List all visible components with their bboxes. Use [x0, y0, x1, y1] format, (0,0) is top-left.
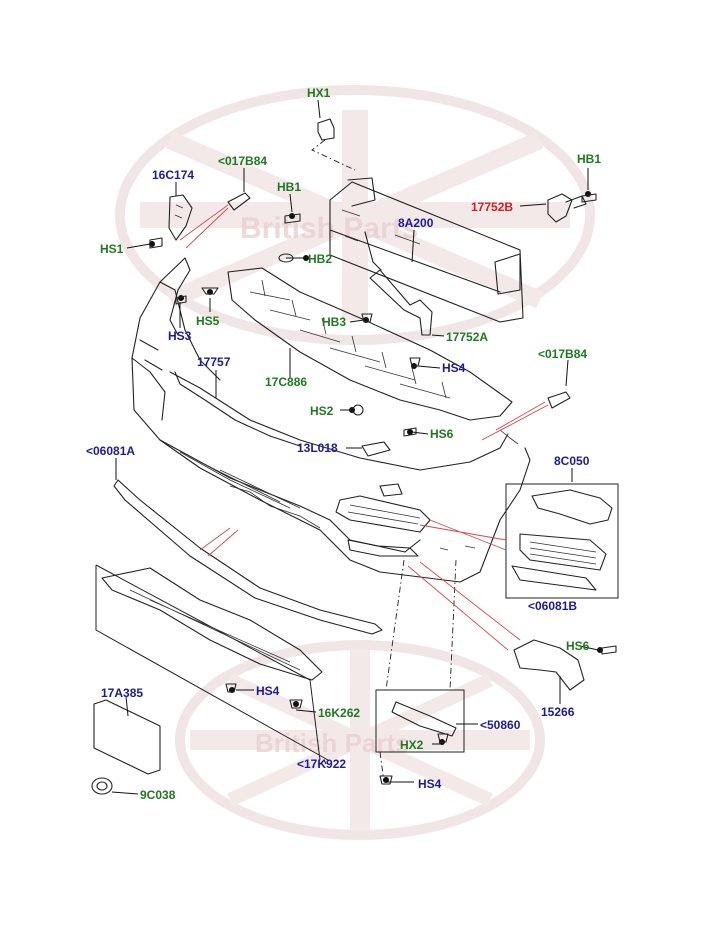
bolt-hb1-right [581, 191, 597, 203]
fasteners [149, 191, 617, 785]
bolt-hs1 [149, 237, 163, 249]
label-17757: 17757 [197, 355, 231, 369]
bolt-hb3 [361, 313, 373, 323]
part-50860 [375, 689, 465, 753]
label-hx2: HX2 [400, 738, 424, 752]
label-hs4-bottom: HS4 [418, 777, 442, 791]
label-06081a: <06081A [86, 444, 135, 458]
label-17k922: <17K922 [297, 757, 346, 771]
label-17752b: 17752B [471, 200, 513, 214]
cap-017b84-right [547, 391, 571, 409]
labels: HX1 HB1 16C174 <017B84 HB1 17752B HS1 8A… [86, 86, 601, 802]
watermark-emblem-top [115, 85, 595, 345]
bracket-17752b [547, 193, 587, 223]
label-hs4-mid: HS4 [442, 361, 466, 375]
label-hs6-mid: HS6 [430, 427, 454, 441]
label-9c038: 9C038 [140, 788, 176, 802]
label-13l018: 13L018 [297, 441, 338, 455]
label-50860: <50860 [480, 718, 521, 732]
label-16c174: 16C174 [152, 168, 194, 182]
bracket-hx1 [311, 118, 356, 171]
bolt-hs6-right [597, 645, 617, 655]
label-hb2: HB2 [308, 252, 332, 266]
reinforcement-beam-8a200 [329, 177, 524, 336]
bolt-hs4-plate [225, 683, 237, 693]
label-hb3: HB3 [322, 315, 346, 329]
label-hs2: HS2 [310, 404, 334, 418]
bolt-hs4-bottom [379, 775, 393, 785]
bolt-hb1-left [284, 213, 301, 224]
cap-13l018 [361, 441, 391, 457]
bolt-16k262 [289, 699, 303, 709]
label-017b84-top: <017B84 [218, 154, 267, 168]
bolt-hx2 [437, 733, 449, 745]
label-17a385: 17A385 [101, 686, 143, 700]
bolt-hs3 [175, 295, 187, 305]
label-17c886: 17C886 [265, 375, 307, 389]
plate-17a385 [93, 699, 161, 775]
label-16k262: 16K262 [318, 706, 360, 720]
skid-plate-17k922 [95, 564, 329, 761]
label-hs3: HS3 [168, 329, 192, 343]
label-017b84-right: <017B84 [538, 347, 587, 361]
label-hs1: HS1 [100, 242, 124, 256]
bolt-hs6-mid [403, 427, 417, 437]
clip-hb2 [278, 253, 309, 263]
label-8c050: 8C050 [554, 454, 590, 468]
label-hb1-left: HB1 [277, 180, 301, 194]
red-leader-lines [179, 204, 549, 651]
label-15266: 15266 [541, 705, 575, 719]
label-06081b: <06081B [528, 599, 577, 613]
bolt-hs4-mid [409, 357, 421, 369]
button-9c038 [91, 777, 113, 795]
label-hx1: HX1 [307, 86, 331, 100]
leader-lines [111, 99, 599, 795]
bumper-cover [131, 257, 531, 583]
bolt-hs2 [349, 404, 364, 416]
label-hs5: HS5 [196, 314, 220, 328]
lip-06081a [113, 479, 383, 635]
bumper-upper-strip [169, 257, 301, 447]
watermark-emblem-bottom [175, 640, 545, 840]
connector-50860-left [379, 559, 405, 783]
label-8a200: 8A200 [398, 216, 434, 230]
bolt-hs5 [201, 287, 219, 295]
connector-50860-right [449, 559, 457, 691]
bracket-15266 [513, 639, 585, 691]
cap-017b84-top [227, 192, 251, 211]
label-17752a: 17752A [446, 330, 488, 344]
watermark-text-top: British Parts [240, 212, 418, 245]
label-hs6-right: HS6 [566, 639, 590, 653]
label-hs4-plate: HS4 [256, 684, 280, 698]
bracket-16c174 [168, 194, 193, 241]
grille-group-8c050 [505, 483, 619, 599]
undertray-17c886 [227, 267, 513, 421]
label-hb1-right: HB1 [577, 152, 601, 166]
